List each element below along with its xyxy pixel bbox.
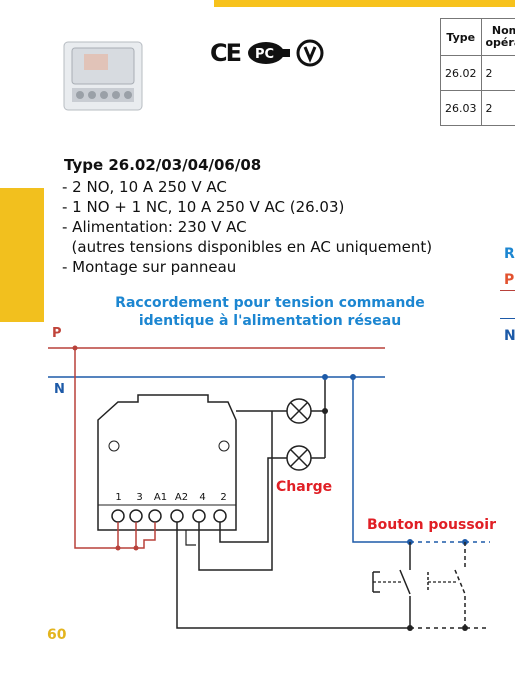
diagram-title: Raccordement pour tension commande ident… xyxy=(100,294,440,330)
table-cell: 2 xyxy=(480,90,515,126)
diagram-title-line2: identique à l'alimentation réseau xyxy=(138,313,402,329)
terminal-labels: 1 3 A1 A2 4 2 xyxy=(108,492,234,503)
list-item: (autres tensions disponibles en AC uniqu… xyxy=(62,238,433,256)
fragment-r: R xyxy=(504,246,515,262)
button-label: Bouton poussoir xyxy=(367,517,497,533)
neutral-label: N xyxy=(54,382,65,397)
table-header-ops: Nom opérat xyxy=(480,18,515,56)
table-row: 26.02 2 xyxy=(440,55,515,91)
list-item: - Alimentation: 230 V AC xyxy=(62,218,247,236)
fragment-p: P xyxy=(504,272,515,288)
side-tab-marker xyxy=(0,188,44,322)
load-label: Charge xyxy=(276,479,333,495)
fragment-n: N xyxy=(504,328,515,344)
table-row: 26.03 2 xyxy=(440,90,515,126)
relay-hole xyxy=(108,440,120,452)
phase-label: P xyxy=(52,326,62,341)
page-number: 60 xyxy=(47,627,67,643)
terminal-label: 3 xyxy=(136,492,143,503)
list-item: - 1 NO + 1 NC, 10 A 250 V AC (26.03) xyxy=(62,198,345,216)
feature-list: - 2 NO, 10 A 250 V AC - 1 NO + 1 NC, 10 … xyxy=(62,177,432,277)
certification-marks: C​E PC xyxy=(210,38,324,68)
table-cell: 2 xyxy=(480,55,515,91)
product-photo xyxy=(63,41,143,111)
ukraine-mark-icon xyxy=(296,39,324,67)
svg-text:PC: PC xyxy=(255,47,274,62)
table-cell: 26.03 xyxy=(440,90,482,126)
fragment-line-p xyxy=(500,290,515,291)
terminal-label: A1 xyxy=(153,492,168,503)
terminal-label: 4 xyxy=(199,492,206,503)
terminal-label: 1 xyxy=(115,492,122,503)
pct-mark-icon: PC xyxy=(248,42,291,64)
diagram-title-line1: Raccordement pour tension commande xyxy=(115,295,425,311)
list-item: - 2 NO, 10 A 250 V AC xyxy=(62,178,227,196)
top-accent-bar xyxy=(214,0,515,7)
ce-mark-icon: C​E xyxy=(210,39,242,67)
terminal-screws xyxy=(111,509,227,523)
push-button-icon xyxy=(372,542,411,628)
spec-table: Type Nom opérat 26.02 2 26.03 2 xyxy=(440,18,515,126)
terminal-label: A2 xyxy=(174,492,189,503)
push-button-optional-icon xyxy=(427,542,466,628)
relay-body xyxy=(97,394,237,531)
fragment-line-n xyxy=(500,318,515,319)
type-title: Type 26.02/03/04/06/08 xyxy=(64,156,262,174)
list-item: - Montage sur panneau xyxy=(62,258,237,276)
table-cell: 26.02 xyxy=(440,55,482,91)
relay-hole xyxy=(218,440,230,452)
terminal-label: 2 xyxy=(220,492,227,503)
